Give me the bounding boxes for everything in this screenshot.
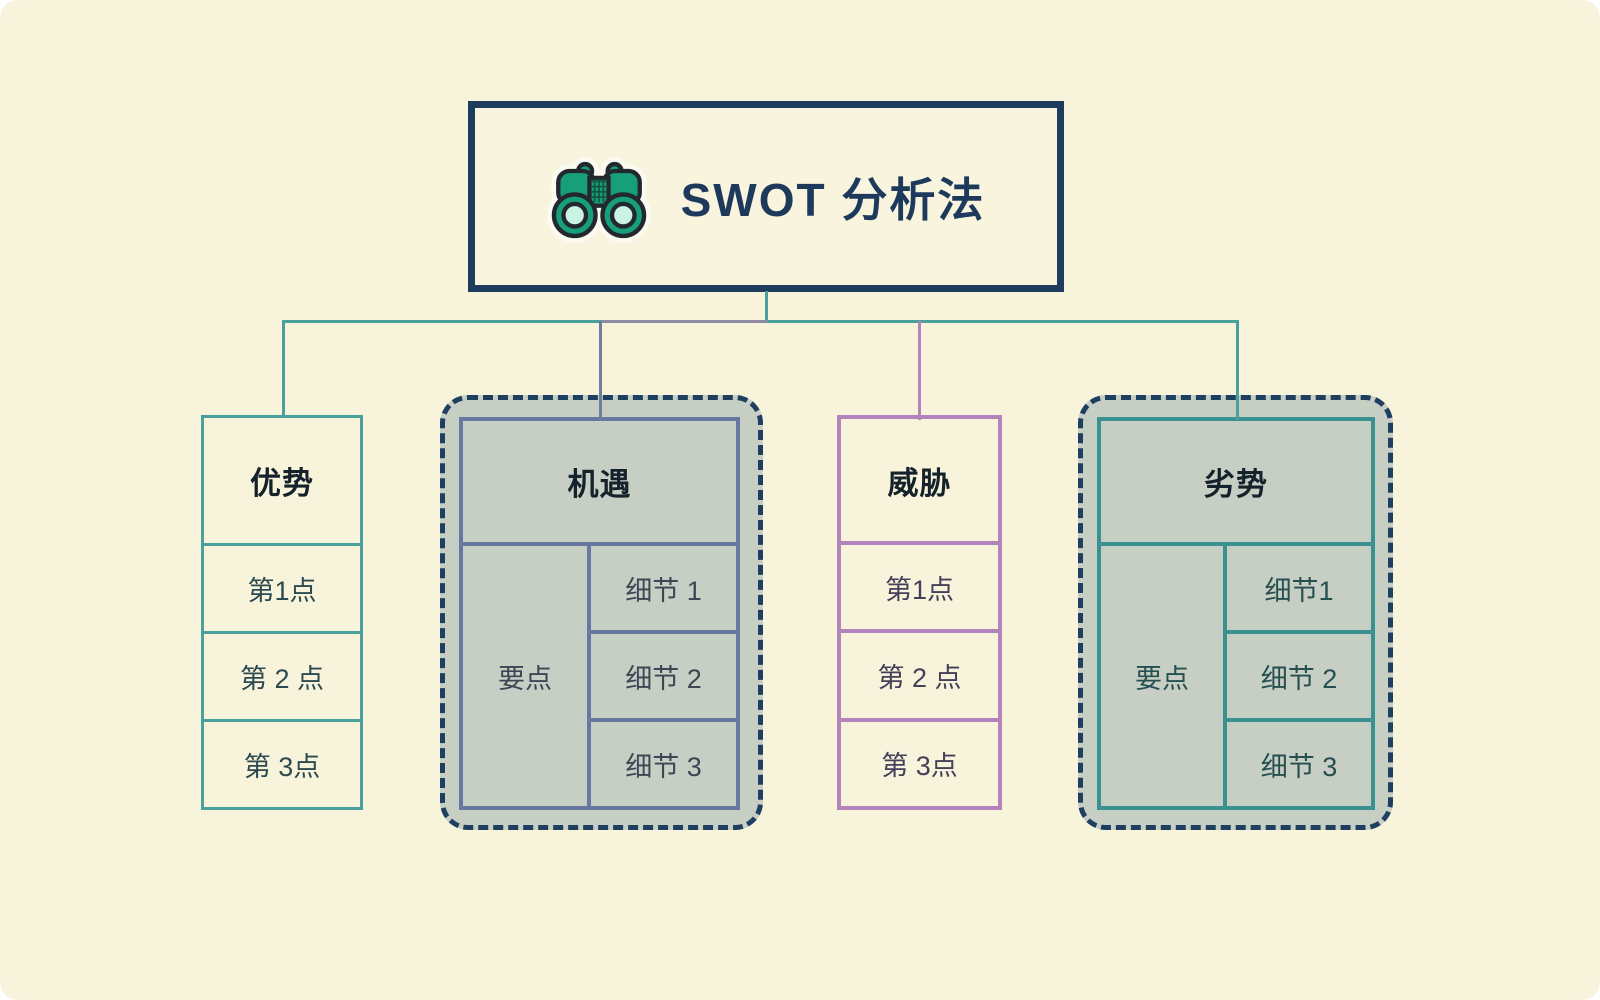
opportunities-detail-3-label: 细节 3 <box>625 751 702 782</box>
connector-threats <box>918 321 921 420</box>
strengths-label: 优势 <box>250 466 314 501</box>
weaknesses-detail-1[interactable]: 细节1 <box>1227 546 1371 630</box>
threats-label: 威胁 <box>887 465 952 501</box>
branch-strengths[interactable]: 优势 第1点 第 2 点 第 3点 <box>201 415 363 810</box>
connector-strengths <box>282 321 285 417</box>
connector-trunk <box>765 291 768 322</box>
weaknesses-detail-1-label: 细节1 <box>1264 575 1334 606</box>
weaknesses-key-point[interactable]: 要点 <box>1101 546 1227 806</box>
threats-item-2[interactable]: 第 2 点 <box>841 629 998 717</box>
diagram-title: SWOT 分析法 <box>680 173 986 226</box>
strengths-item-1-label: 第1点 <box>247 576 317 606</box>
binoculars-icon <box>546 156 651 243</box>
weaknesses-detail-2[interactable]: 细节 2 <box>1227 630 1371 718</box>
branch-opportunities[interactable]: 机遇 要点 细节 1 细节 2 细节 3 <box>459 417 740 810</box>
opportunities-detail-1-label: 细节 1 <box>625 575 702 606</box>
opportunities-detail-3[interactable]: 细节 3 <box>591 718 736 806</box>
weaknesses-detail-3-label: 细节 3 <box>1260 751 1338 782</box>
weaknesses-key-label: 要点 <box>1135 663 1189 694</box>
threats-item-1[interactable]: 第1点 <box>841 545 998 629</box>
opportunities-detail-2-label: 细节 2 <box>625 663 702 694</box>
weaknesses-label: 劣势 <box>1204 467 1268 502</box>
opportunities-key-label: 要点 <box>498 663 552 694</box>
threats-item-2-label: 第 2 点 <box>877 662 962 693</box>
opportunities-detail-1[interactable]: 细节 1 <box>591 546 736 630</box>
strengths-item-3[interactable]: 第 3点 <box>204 719 360 807</box>
connector-weaknesses <box>1236 321 1239 420</box>
weaknesses-detail-3[interactable]: 细节 3 <box>1227 718 1371 806</box>
branch-weaknesses[interactable]: 劣势 要点 细节1 细节 2 细节 3 <box>1097 417 1375 810</box>
weaknesses-detail-2-label: 细节 2 <box>1260 663 1338 694</box>
strengths-item-1[interactable]: 第1点 <box>204 546 360 631</box>
swot-title-node[interactable]: SWOT 分析法 <box>468 101 1064 292</box>
strengths-header[interactable]: 优势 <box>204 418 360 546</box>
threats-header[interactable]: 威胁 <box>841 419 998 545</box>
strengths-item-2-label: 第 2 点 <box>239 664 325 694</box>
threats-item-1-label: 第1点 <box>884 574 955 605</box>
branch-threats[interactable]: 威胁 第1点 第 2 点 第 3点 <box>837 415 1002 810</box>
opportunities-label: 机遇 <box>567 467 632 502</box>
strengths-item-3-label: 第 3点 <box>243 752 321 782</box>
opportunities-key-point[interactable]: 要点 <box>463 546 591 806</box>
opportunities-header[interactable]: 机遇 <box>463 421 736 546</box>
threats-item-3-label: 第 3点 <box>881 751 958 782</box>
strengths-item-2[interactable]: 第 2 点 <box>204 631 360 719</box>
connector-opportunities <box>599 321 602 420</box>
connector-horizontal-overlap <box>601 320 767 323</box>
threats-item-3[interactable]: 第 3点 <box>841 717 998 806</box>
branch-opportunities-frame[interactable]: 机遇 要点 细节 1 细节 2 细节 3 <box>440 395 763 830</box>
weaknesses-header[interactable]: 劣势 <box>1101 421 1371 546</box>
branch-weaknesses-frame[interactable]: 劣势 要点 细节1 细节 2 细节 3 <box>1078 395 1393 830</box>
opportunities-detail-2[interactable]: 细节 2 <box>591 630 736 718</box>
